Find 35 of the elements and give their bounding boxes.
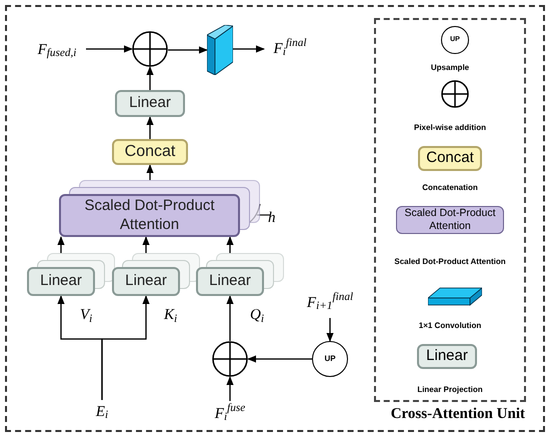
concat-box: Concat — [112, 139, 188, 165]
legend-text: Concatenation — [421, 182, 479, 194]
arrow — [146, 164, 154, 180]
legend-text: Upsample — [430, 62, 470, 74]
arrow — [226, 376, 234, 401]
head-count-label: h — [268, 209, 276, 228]
legend-text: Scaled Dot-Product Attention — [393, 256, 507, 268]
addition-circle — [212, 341, 248, 377]
linear-box: Linear — [417, 344, 477, 369]
legend-text: Linear Projection — [416, 384, 484, 396]
frame-title: Cross-Attention Unit — [390, 404, 525, 424]
input-label: V$_{i}$ — [80, 306, 92, 326]
arrow — [101, 295, 150, 400]
arrow — [146, 116, 154, 139]
arrow — [233, 45, 265, 53]
math-label: F$_{fused,i}$ — [28, 38, 86, 62]
arrow — [57, 236, 65, 253]
legend-text: 1×1 Convolution — [418, 320, 482, 332]
convolution-slab-drawing — [207, 25, 233, 75]
arrow — [226, 236, 234, 253]
arrow — [146, 66, 154, 90]
math-label: E$_{i}$ — [90, 400, 114, 424]
addition-circle — [132, 31, 168, 67]
arrow — [142, 236, 150, 253]
arrow — [86, 45, 133, 53]
input-label: K$_{i}$ — [164, 306, 178, 326]
arrow — [247, 355, 312, 363]
attention-box: Scaled Dot-Product Attention — [396, 206, 504, 234]
linear-box: Linear — [115, 90, 185, 117]
arrow — [226, 295, 234, 341]
concat-box: Concat — [418, 146, 482, 171]
arrow — [168, 46, 208, 54]
legend-text: Pixel-wise addition — [412, 122, 487, 134]
arrow — [326, 318, 334, 342]
input-label: Q$_{i}$ — [250, 306, 264, 326]
